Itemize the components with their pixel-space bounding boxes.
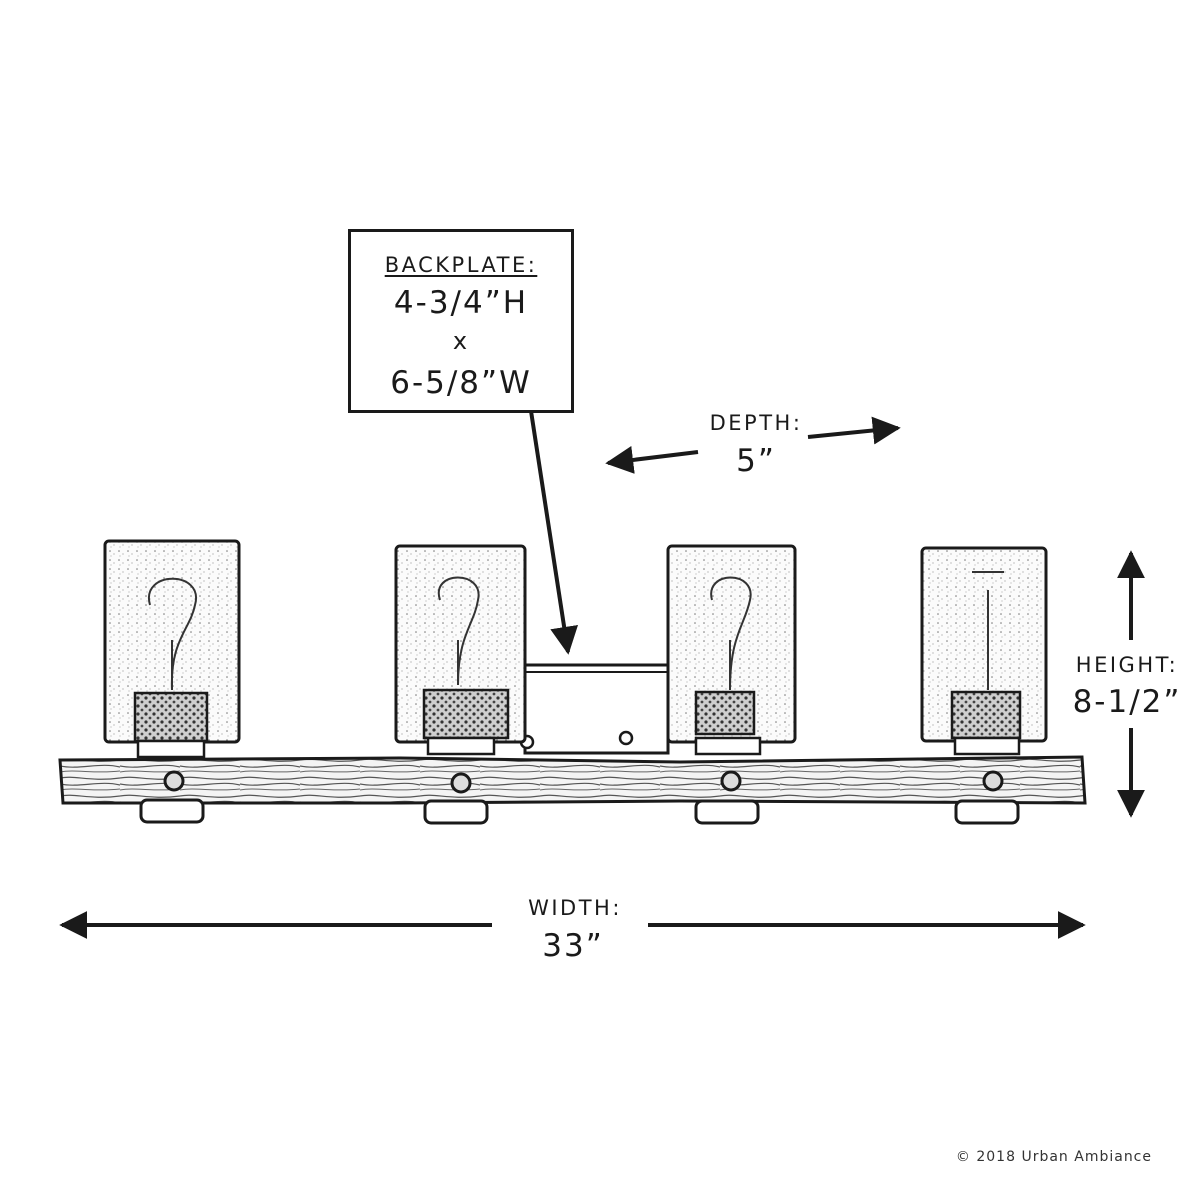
backplate-times-sign: x [452,327,470,355]
depth-arrow-left [605,446,699,474]
depth-value: 5” [736,443,776,479]
light-2 [394,544,527,825]
height-value: 8-1/2” [1072,684,1182,720]
light-1 [103,539,241,824]
backplate-callout: BACKPLATE: 4-3/4”H x 6-5/8”W [348,229,574,413]
width-value: 33” [542,928,604,964]
backplate-height-value: 4-3/4”H [393,285,529,321]
light-4 [920,546,1048,825]
depth-label: DEPTH: [709,411,803,435]
backplate-heading: BACKPLATE: [351,253,571,277]
depth-arrow-right [807,416,901,445]
wood-beam [58,755,1087,805]
backplate [519,663,670,755]
light-3 [666,544,797,825]
backplate-width-value: 6-5/8”W [390,365,532,401]
width-label: WIDTH: [528,896,622,920]
copyright-notice: © 2018 Urban Ambiance [955,1149,1152,1165]
backplate-pointer-arrow [529,410,579,655]
height-label: HEIGHT: [1075,653,1179,677]
backplate-heading-text: BACKPLATE: [384,253,538,277]
